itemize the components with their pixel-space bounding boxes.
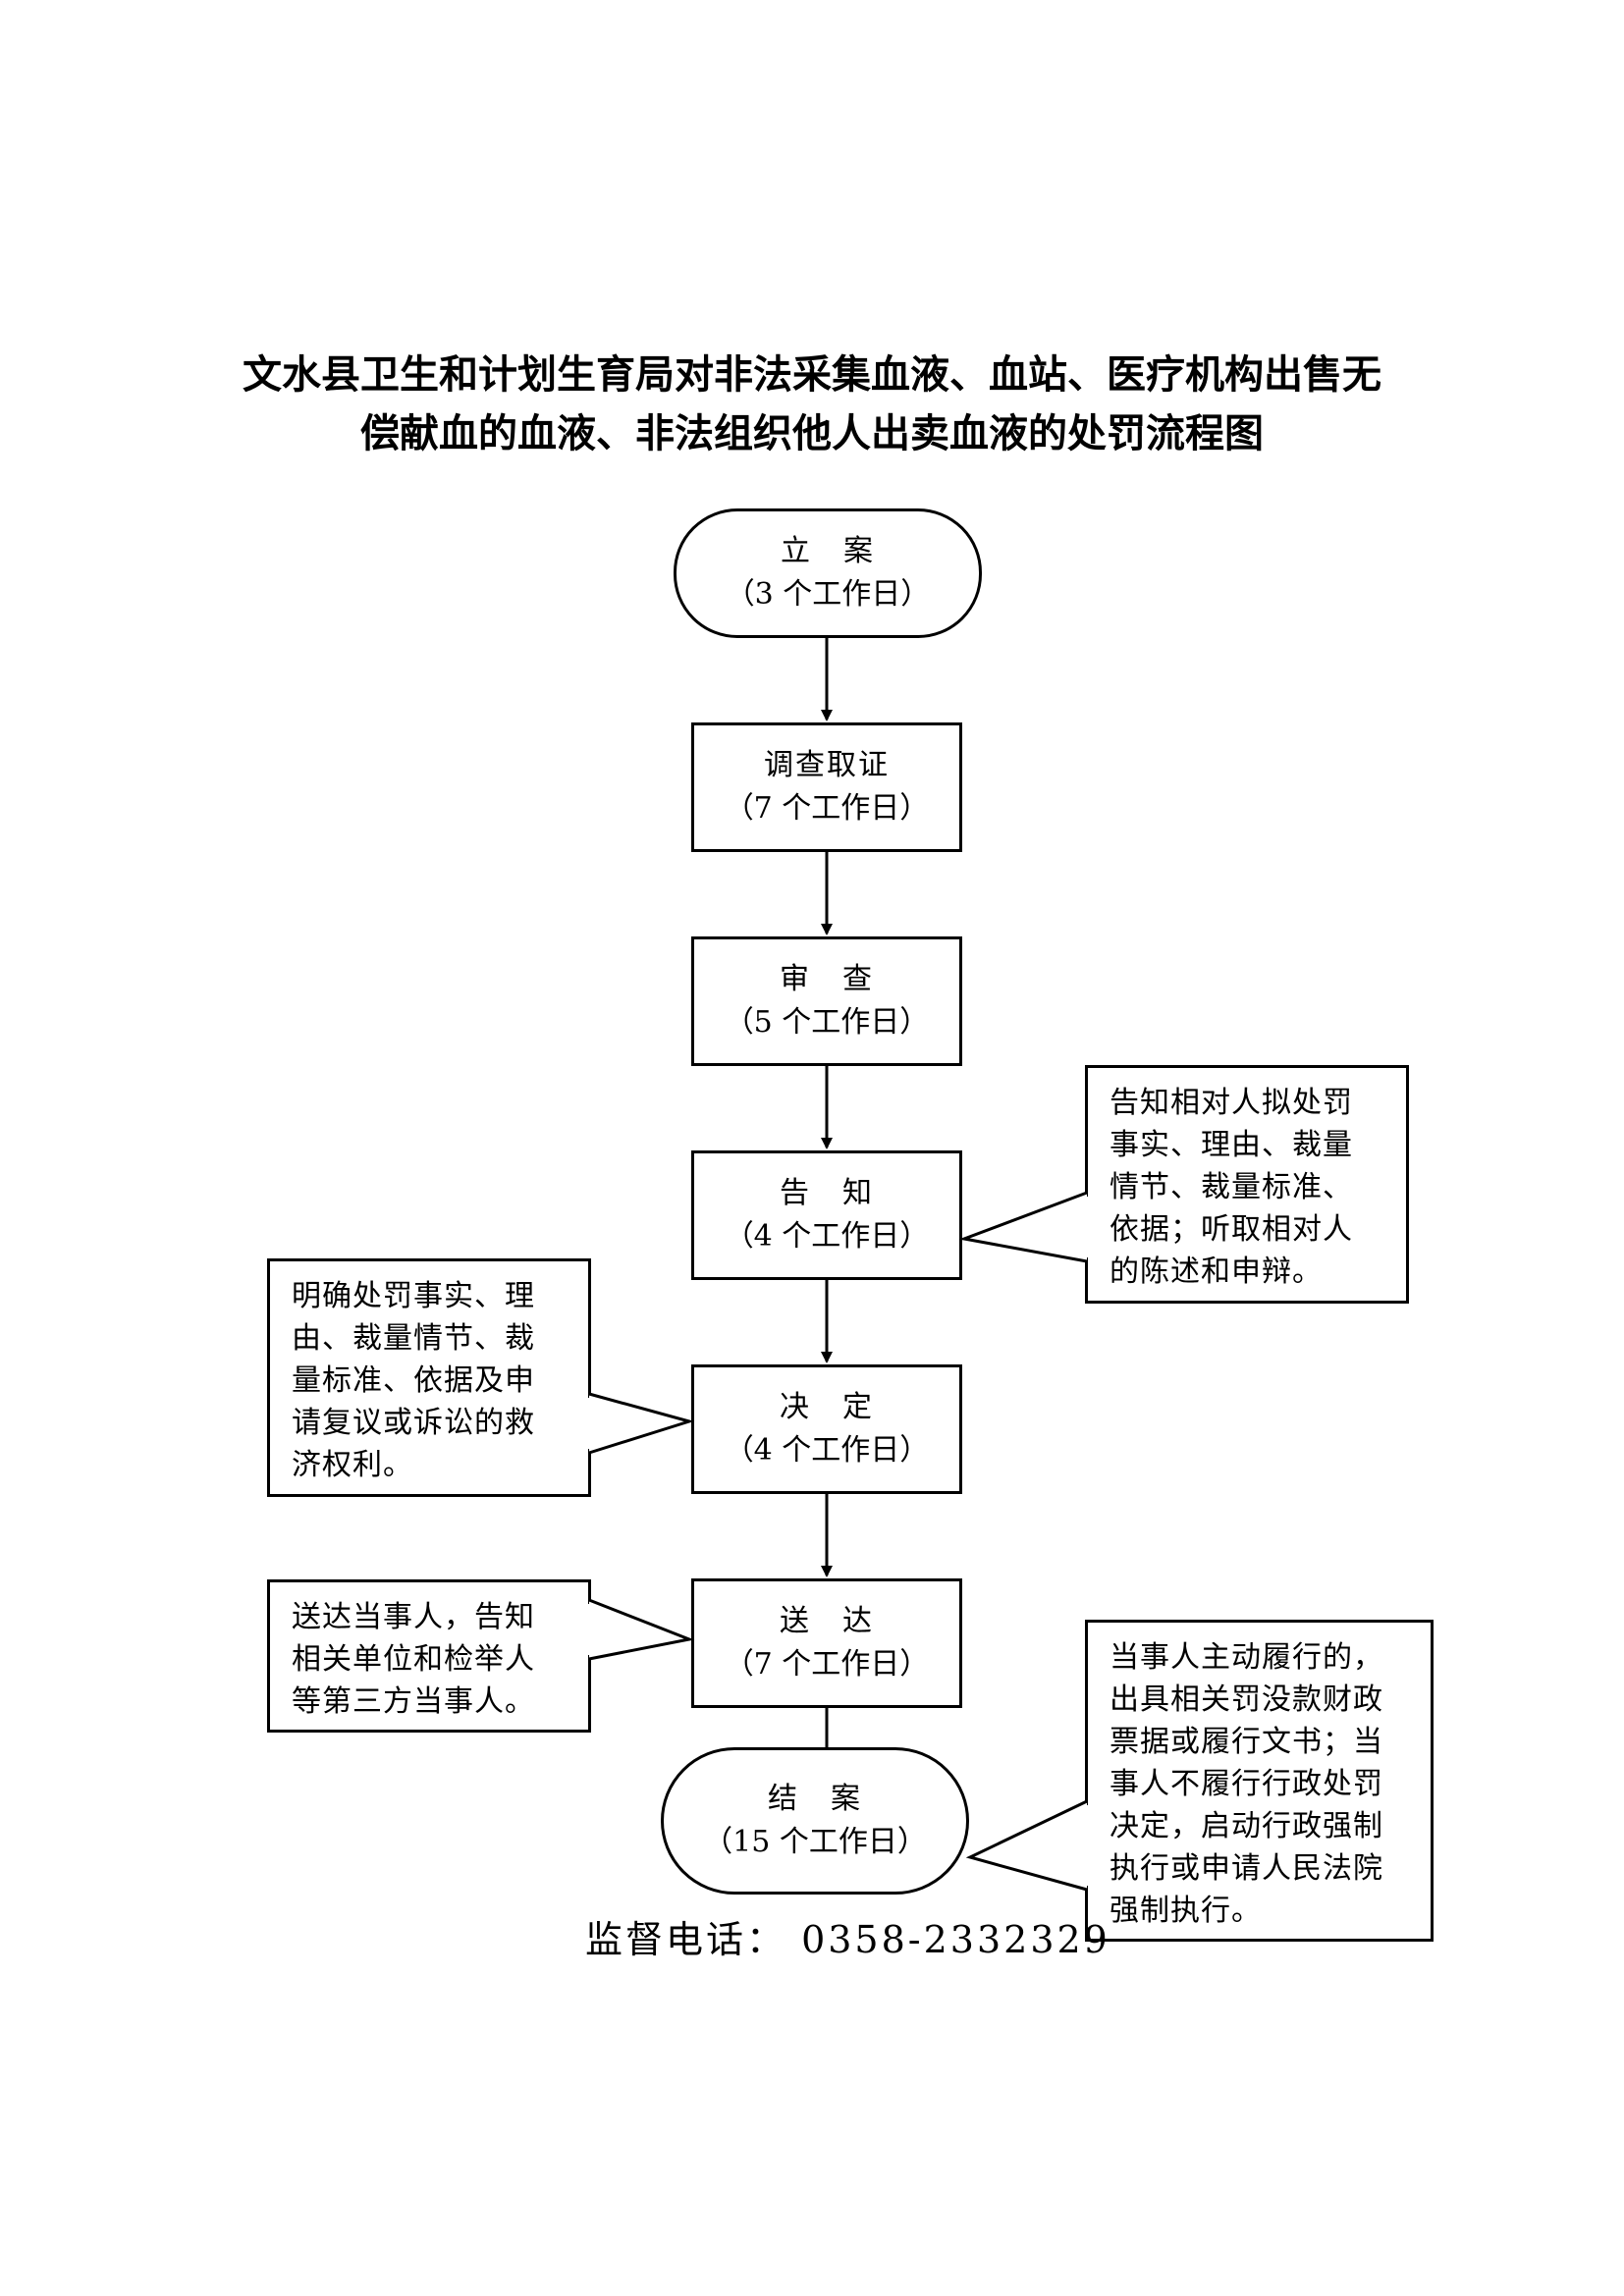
title-line-1: 文水县卫生和计划生育局对非法采集血液、血站、医疗机构出售无 (243, 352, 1381, 398)
step-duration: （4 个工作日） (724, 1433, 930, 1468)
supervision-phone: 监督电话： 0358-2332329 (585, 1918, 1110, 1961)
step-case-closing: 结 案 （15 个工作日） (661, 1747, 969, 1895)
pointer-decision (588, 1392, 695, 1455)
pointer-notify (958, 1191, 1088, 1263)
step-duration: （3 个工作日） (725, 577, 931, 612)
step-label: 审 查 (780, 962, 874, 996)
step-notify: 告 知 （4 个工作日） (691, 1150, 962, 1280)
step-review: 审 查 （5 个工作日） (691, 936, 962, 1066)
step-label: 送 达 (780, 1604, 874, 1638)
step-duration: （15 个工作日） (703, 1825, 927, 1859)
step-label: 告 知 (780, 1176, 874, 1210)
step-label: 结 案 (768, 1782, 862, 1816)
step-label: 决 定 (780, 1390, 874, 1424)
note-delivery: 送达当事人，告知 相关单位和检举人 等第三方当事人。 (267, 1579, 591, 1733)
title-line-2: 偿献血的血液、非法组织他人出卖血液的处罚流程图 (360, 411, 1264, 456)
step-duration: （7 个工作日） (724, 791, 930, 826)
note-closing: 当事人主动履行的， 出具相关罚没款财政 票据或履行文书；当 事人不履行行政处罚 … (1085, 1620, 1434, 1942)
step-label: 调查取证 (764, 748, 890, 782)
step-case-filing: 立 案 （3 个工作日） (674, 508, 982, 638)
pointer-delivery (588, 1598, 695, 1661)
step-delivery: 送 达 （7 个工作日） (691, 1578, 962, 1708)
step-duration: （4 个工作日） (724, 1219, 930, 1254)
step-label: 立 案 (781, 534, 875, 568)
pointer-closing (965, 1799, 1088, 1892)
step-decision: 决 定 （4 个工作日） (691, 1364, 962, 1494)
step-duration: （7 个工作日） (724, 1647, 930, 1682)
step-duration: （5 个工作日） (724, 1005, 930, 1040)
note-decision: 明确处罚事实、理 由、裁量情节、裁 量标准、依据及申 请复议或诉讼的救 济权利。 (267, 1258, 591, 1497)
step-investigation: 调查取证 （7 个工作日） (691, 722, 962, 852)
note-notify: 告知相对人拟处罚 事实、理由、裁量 情节、裁量标准、 依据；听取相对人 的陈述和… (1085, 1065, 1409, 1304)
